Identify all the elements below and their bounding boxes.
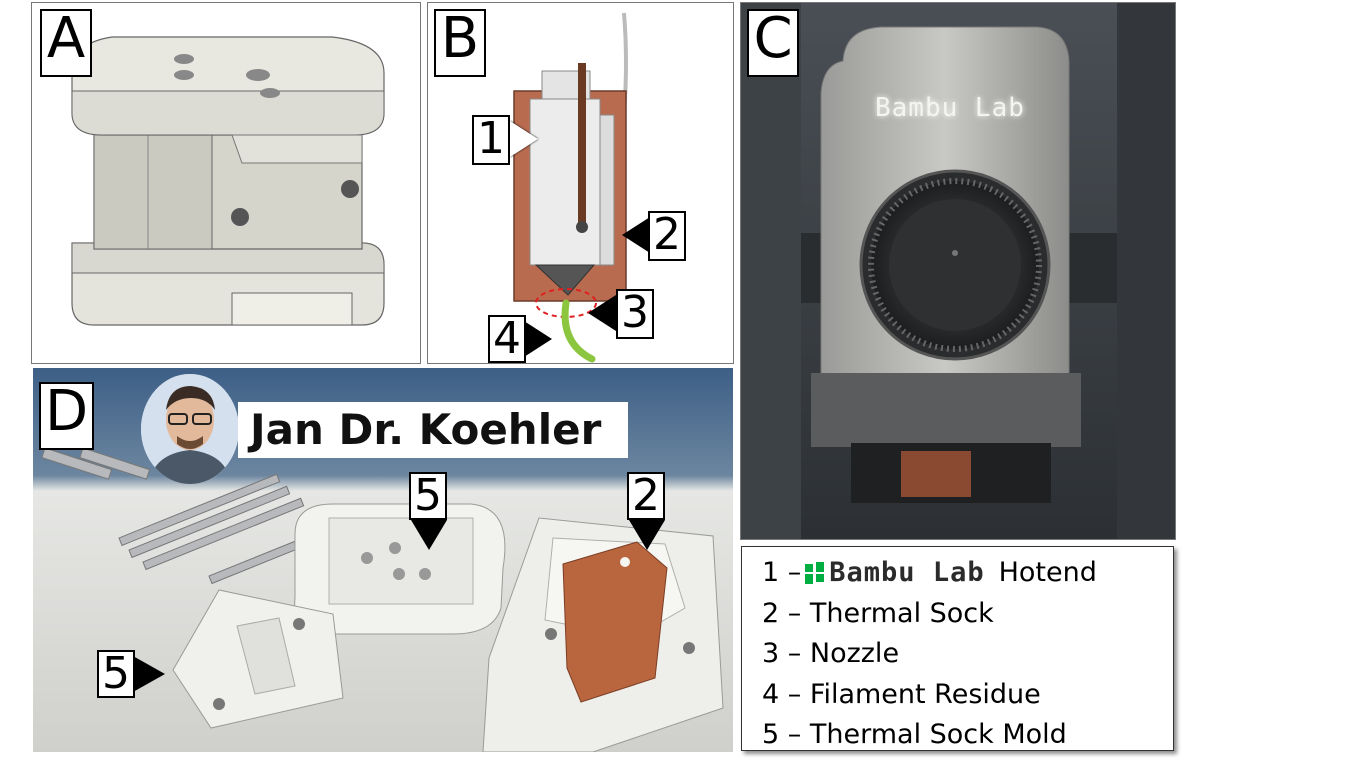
panel-b: B 1 2 3 4 [427, 2, 734, 364]
legend-item: 3 – Nozzle [762, 638, 900, 670]
label-3: 3 [616, 289, 654, 339]
label-5-top: 5 [409, 472, 447, 520]
pointer-arrow [588, 295, 616, 331]
pointer-arrow [524, 321, 552, 357]
pointer-arrow [411, 520, 447, 550]
toolhead-photo [741, 3, 1175, 539]
label-2: 2 [648, 211, 686, 261]
legend-item: 5 – Thermal Sock Mold [762, 719, 1067, 751]
bambu-logo-icon [805, 562, 825, 585]
person-icon [141, 374, 239, 484]
legend-item: 4 – Filament Residue [762, 678, 1041, 710]
brand-logo-text: Bambu Lab [875, 93, 1025, 123]
panel-letter: B [434, 9, 486, 77]
panel-letter: A [40, 9, 92, 77]
legend-item: 1 – Bambu Lab Hotend [762, 553, 1173, 594]
panel-a: A [31, 2, 421, 364]
pointer-arrow [629, 520, 665, 550]
panel-letter: C [747, 9, 799, 77]
filament-residue-shape [561, 299, 596, 363]
mold-render [71, 36, 385, 326]
label-4: 4 [488, 315, 526, 363]
panel-letter: D [39, 382, 95, 450]
pointer-arrow [622, 217, 650, 253]
panel-c: Bambu Lab C [740, 2, 1176, 540]
legend-item: 2 – Thermal Sock [762, 597, 994, 629]
label-2-sock: 2 [627, 472, 665, 520]
pointer-arrow [510, 121, 538, 157]
label-1: 1 [472, 115, 510, 165]
pointer-arrow [133, 656, 165, 692]
avatar [141, 374, 239, 484]
author-name: Jan Dr. Koehler [238, 402, 628, 458]
panel-d: Jan Dr. Koehler D 5 2 5 [33, 368, 733, 752]
bambu-lab-logo: Bambu Lab [805, 553, 984, 593]
legend: 1 – Bambu Lab Hotend 2 – Thermal Sock 3 … [741, 546, 1174, 751]
label-5-left: 5 [97, 650, 135, 698]
